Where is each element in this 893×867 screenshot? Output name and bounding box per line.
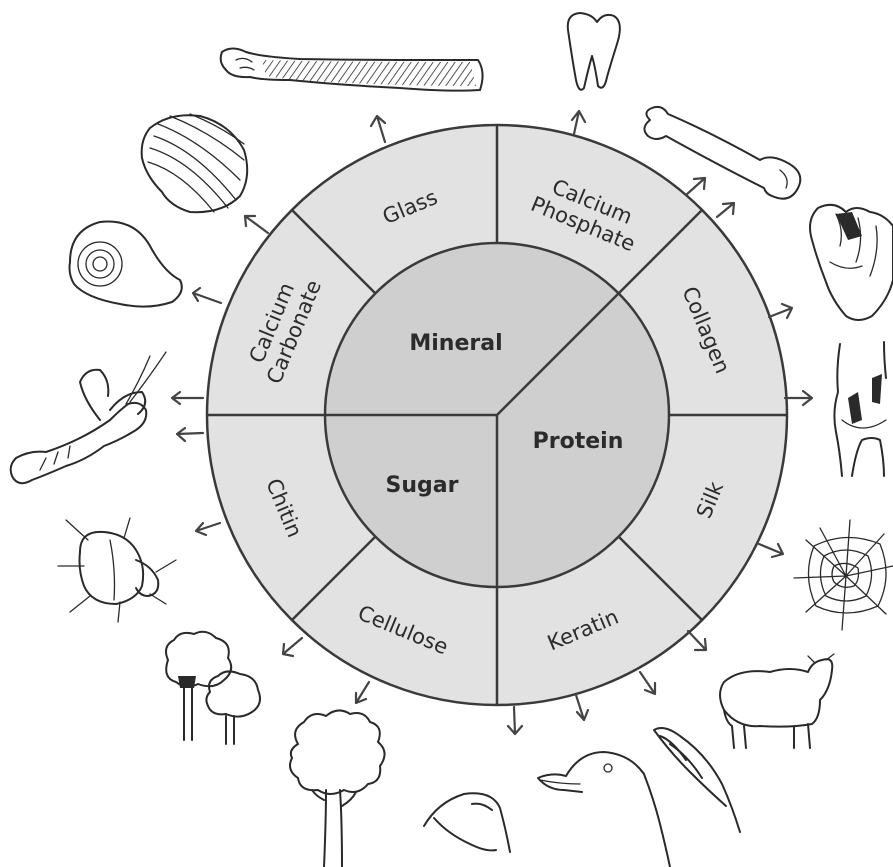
arrow-collagen-heart — [769, 304, 792, 318]
arrow-chitin-lobster — [177, 428, 203, 441]
duck-icon — [538, 752, 670, 867]
snail-shell-icon — [70, 222, 182, 307]
arrow-glass — [371, 116, 385, 142]
arrow-collagen-knee — [785, 391, 812, 405]
spiderweb-icon — [794, 520, 893, 630]
arrow-calcium-carbonate-snail — [193, 288, 221, 303]
scallop-shell-icon — [142, 114, 248, 212]
sheep-icon — [720, 654, 834, 748]
arrow-calcium-carbonate-lobster — [172, 392, 203, 404]
arrow-cellulose-tree — [356, 682, 369, 703]
core-label-sugar: Sugar — [386, 473, 459, 498]
arrow-keratin-sheep — [688, 631, 706, 650]
arrow-silk — [759, 544, 783, 557]
fingernail-icon — [424, 793, 510, 852]
beetle-icon — [58, 518, 176, 622]
arrow-calcium-phosphate-bone-2 — [717, 203, 734, 217]
arrow-keratin-duck — [576, 695, 588, 720]
arrow-calcium-phosphate-tooth — [572, 111, 585, 134]
tooth-icon — [568, 13, 620, 90]
arrow-cellulose-shrubs — [283, 638, 302, 656]
arrow-calcium-phosphate-bone-1 — [686, 178, 705, 195]
arrow-keratin-nail — [508, 707, 522, 734]
shrubs-icon — [166, 632, 260, 744]
core-label-mineral: Mineral — [409, 331, 502, 356]
arrow-calcium-carbonate-scallop — [245, 216, 268, 233]
inner-circle — [325, 243, 669, 587]
glass-sponge-icon — [221, 49, 483, 91]
heart-icon — [810, 205, 893, 320]
feather-icon — [654, 728, 740, 832]
arrow-keratin-feather — [640, 672, 655, 694]
core-label-protein: Protein — [533, 429, 624, 454]
lobster-icon — [11, 352, 166, 483]
tree-icon — [290, 710, 385, 867]
arrow-chitin-beetle — [196, 523, 220, 535]
knee-joint-icon — [834, 342, 886, 476]
